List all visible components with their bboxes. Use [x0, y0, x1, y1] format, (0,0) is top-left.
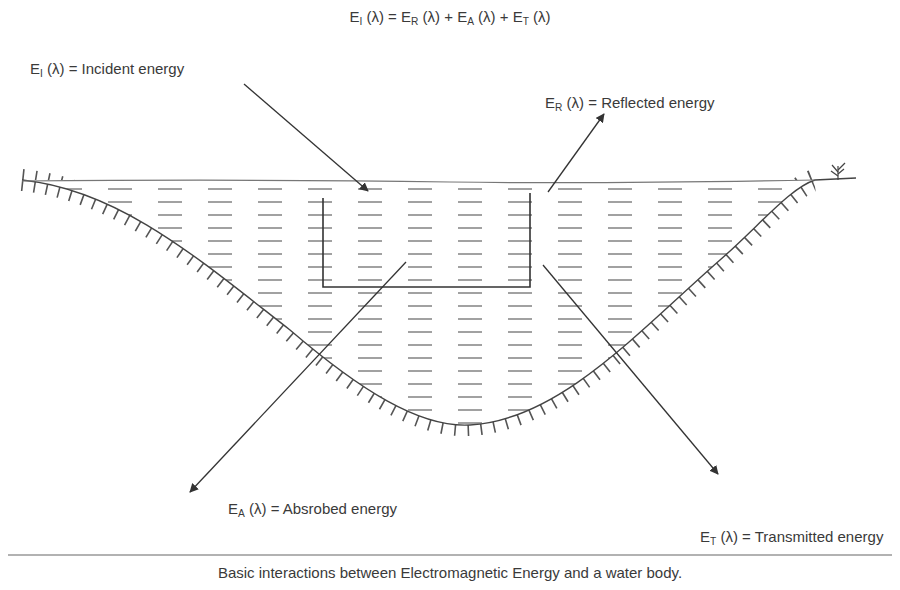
water-surface [22, 180, 815, 183]
subscript: I [40, 68, 43, 79]
subscript: R [411, 16, 418, 27]
subscript: I [359, 16, 362, 27]
reflected-label: ER (λ) = Reflected energy [545, 94, 715, 112]
water-body [22, 180, 815, 425]
incident-arrow [244, 84, 368, 191]
plant-symbol [831, 163, 845, 180]
subscript: R [555, 102, 562, 113]
water-dashes [22, 180, 815, 425]
basin-outline [22, 178, 856, 425]
subscript: A [467, 16, 474, 27]
bank-hatching [22, 180, 815, 425]
sample-volume-box [323, 193, 530, 287]
figure-caption: Basic interactions between Electromagnet… [218, 564, 682, 582]
subscript: T [710, 536, 716, 547]
absorbed-label: EA (λ) = Absrobed energy [228, 500, 397, 518]
transmitted-label: ET (λ) = Transmitted energy [700, 528, 883, 546]
incident-label: EI (λ) = Incident energy [30, 60, 184, 78]
subscript: T [523, 16, 529, 27]
absorbed-arrow [190, 262, 406, 492]
reflected-arrow [548, 114, 604, 192]
subscript: A [238, 508, 245, 519]
caption-rule [8, 554, 892, 555]
energy-equation: EI (λ) = ER (λ) + EA (λ) + ET (λ) [349, 8, 550, 26]
transmitted-arrow [543, 265, 718, 474]
